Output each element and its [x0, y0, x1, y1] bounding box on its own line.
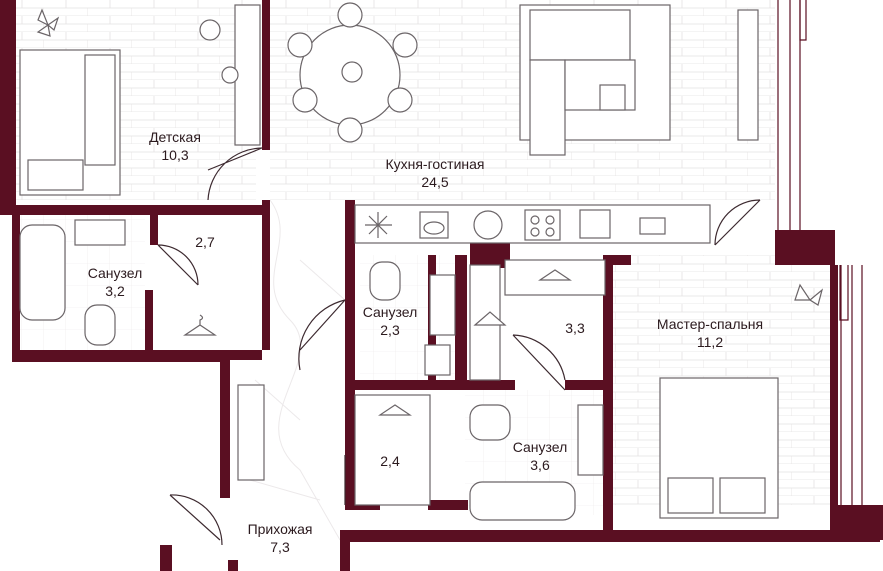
- plant-icon: [36, 8, 60, 37]
- room-label-corridor: 2,7: [195, 234, 215, 250]
- bed-icon: [19, 49, 121, 196]
- hanger-icon: [183, 314, 217, 336]
- windows: [777, 0, 863, 505]
- room-label-wardrobe-2: 2,4: [380, 453, 400, 469]
- toilet-icon: [84, 304, 116, 346]
- stove-icon: [524, 209, 561, 241]
- dining-table-icon: [287, 2, 418, 143]
- furniture: [19, 2, 824, 521]
- desk-icon: [199, 4, 261, 146]
- sink-icon: [473, 210, 503, 240]
- hob-icon: [419, 211, 449, 239]
- bathtub-icon: [19, 224, 66, 321]
- sofa-icon: [519, 4, 671, 156]
- room-label-wardrobe-1: 3,3: [565, 320, 585, 336]
- doors: [157, 147, 761, 546]
- snowflake-icon: [365, 212, 392, 238]
